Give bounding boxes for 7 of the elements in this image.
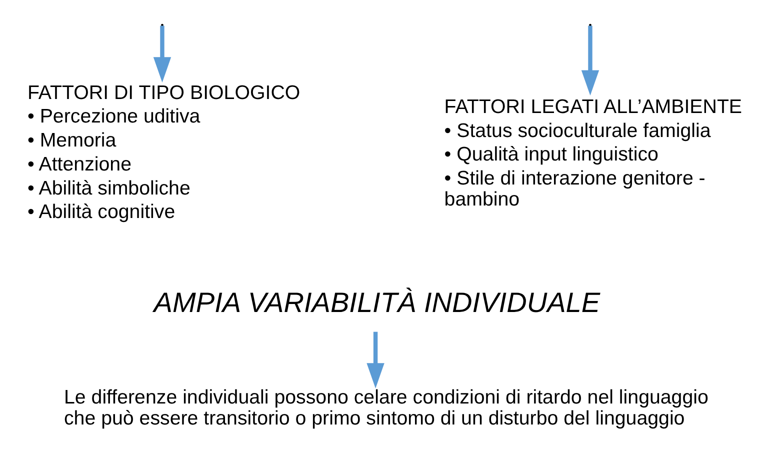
arrow <box>153 25 172 82</box>
arrow <box>366 331 384 388</box>
node-text: FATTORI DI TIPO BIOLOGICO • Percezione uditiva • Memoria • Attenzione • Abilità simboliche • Abilità cognitive <box>28 81 300 223</box>
node-text: Le differenze individuali possono celare condizioni di ritardo nel linguaggio che può essere transitorio o primo sintomo di un disturbo del linguaggio <box>64 386 708 429</box>
node-text: FATTORI LEGATI ALL’AMBIENTE • Status socioculturale famiglia • Qualità input linguistico • Stile di interazione genitore - bambino <box>444 95 742 210</box>
arrow <box>581 25 600 96</box>
node-text: AMPIA VARIABILITÀ INDIVIDUALE <box>154 286 600 318</box>
